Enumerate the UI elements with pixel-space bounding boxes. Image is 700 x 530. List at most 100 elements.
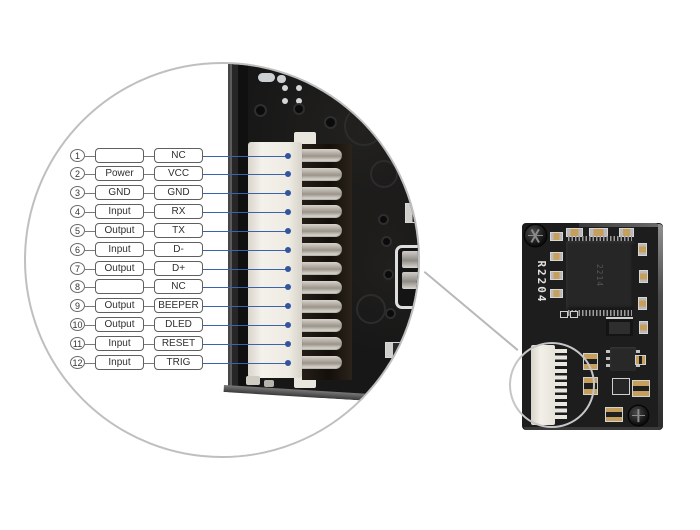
pin-pointer-dot	[285, 266, 291, 272]
row-line	[85, 156, 95, 158]
row-line	[144, 306, 154, 308]
pin-pointer-dot	[285, 303, 291, 309]
silkscreen-mark	[560, 311, 568, 318]
pin-type-box: Input	[95, 204, 144, 219]
pin-type-box: Power	[95, 166, 144, 181]
trace-pattern	[370, 160, 398, 188]
pin-pointer-line	[203, 230, 288, 233]
pin-number: 6	[70, 243, 85, 256]
row-line	[85, 250, 95, 252]
drill-hole	[385, 271, 392, 278]
pin-signal-box: TRIG	[154, 355, 203, 370]
pin-pointer-dot	[285, 171, 291, 177]
row-line	[85, 363, 95, 365]
pin-pointer-line	[203, 286, 288, 289]
connector-pin	[302, 149, 342, 162]
row-line	[144, 363, 154, 365]
pcb-right-edge	[658, 224, 663, 429]
component-silkscreen-box	[395, 245, 418, 309]
pin-pointer-dot	[285, 341, 291, 347]
row-line	[85, 344, 95, 346]
row-line	[144, 193, 154, 195]
small-chip	[612, 378, 630, 395]
pin-type-box: Output	[95, 317, 144, 332]
magnifier-source-ring	[509, 342, 595, 428]
edge-component	[264, 380, 274, 387]
pin-type-box: Output	[95, 261, 144, 276]
smd-component	[405, 203, 418, 223]
row-line	[144, 250, 154, 252]
row-line	[144, 174, 154, 176]
pin-pointer-line	[203, 268, 288, 271]
drill-hole	[380, 216, 387, 223]
pin-pointer-line	[203, 192, 288, 195]
smd-capacitor	[402, 272, 418, 289]
row-line	[85, 193, 95, 195]
pcb-top-edge	[579, 223, 659, 227]
trace-pattern	[344, 106, 384, 146]
pin-row: 6 Input D-	[70, 242, 294, 258]
connector-pin	[302, 356, 342, 369]
pin-row: 8 NC	[70, 279, 294, 295]
pin-row: 5 Output TX	[70, 223, 294, 239]
pin-signal-box: NC	[154, 148, 203, 163]
pin-signal-box: RX	[154, 204, 203, 219]
smd-component	[638, 297, 647, 310]
pin-signal-box: GND	[154, 185, 203, 200]
smd-component	[639, 270, 648, 283]
background-below-pcb	[214, 392, 418, 456]
board-marking-text: R2204	[535, 260, 548, 304]
connector-pin	[302, 205, 342, 218]
pin-type-box	[95, 279, 144, 294]
pin-row: 2 Power VCC	[70, 166, 294, 182]
ffc-connector-body	[248, 142, 302, 378]
pin-number: 3	[70, 186, 85, 199]
row-line	[85, 269, 95, 271]
pin-signal-box: D+	[154, 261, 203, 276]
pin-pointer-dot	[285, 190, 291, 196]
pin-number: 1	[70, 149, 85, 162]
drill-hole	[256, 106, 265, 115]
drill-hole	[295, 105, 303, 113]
pin-pointer-line	[203, 155, 288, 158]
pin-pointer-dot	[285, 284, 291, 290]
pin-signal-box: TX	[154, 223, 203, 238]
pin-number: 8	[70, 280, 85, 293]
pin-signal-box: VCC	[154, 166, 203, 181]
pin-type-box: Input	[95, 355, 144, 370]
screw-bottom-right	[629, 406, 648, 425]
pin-pointer-line	[203, 343, 288, 346]
row-line	[144, 231, 154, 233]
solder-pad	[277, 75, 286, 83]
inductor	[606, 317, 633, 336]
qfp-pins-bottom	[568, 310, 632, 316]
smd-component	[550, 252, 563, 261]
pin-row: 7 Output D+	[70, 261, 294, 277]
row-line	[144, 156, 154, 158]
pin-type-box: Input	[95, 242, 144, 257]
smd-component	[550, 232, 563, 241]
edge-component	[246, 376, 260, 385]
regulator-chip	[606, 347, 640, 371]
pin-pointer-line	[203, 211, 288, 214]
connector-pin	[302, 243, 342, 256]
pin-row: 1 NC	[70, 148, 294, 164]
row-line	[85, 306, 95, 308]
connector-pin	[302, 168, 342, 181]
pin-signal-box: NC	[154, 279, 203, 294]
pin-number: 11	[70, 337, 85, 350]
pin-signal-box: DLED	[154, 317, 203, 332]
pin-pointer-dot	[285, 228, 291, 234]
pin-signal-box: RESET	[154, 336, 203, 351]
row-line	[85, 325, 95, 327]
connector-pin	[302, 262, 342, 275]
pin-row: 9 Output BEEPER	[70, 298, 294, 314]
test-pad-dot	[282, 85, 288, 91]
drill-hole	[383, 238, 390, 245]
smd-capacitor	[402, 251, 418, 268]
pin-type-box: Input	[95, 336, 144, 351]
pin-row: 4 Input RX	[70, 204, 294, 220]
test-pad-dot	[282, 98, 288, 104]
pin-pointer-line	[203, 305, 288, 308]
